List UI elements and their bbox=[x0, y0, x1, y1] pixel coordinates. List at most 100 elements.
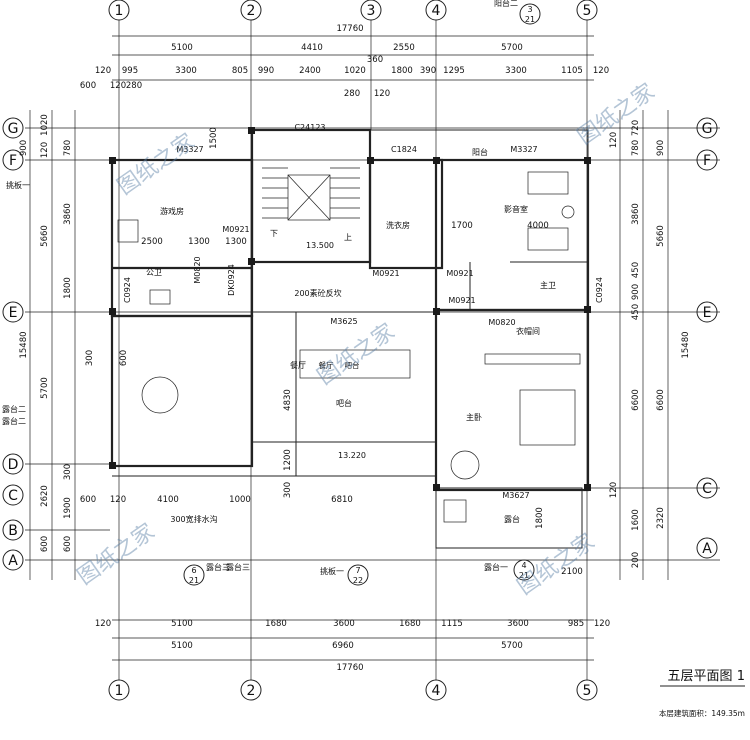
dim-top-r2-4: 990 bbox=[258, 66, 274, 76]
dim-right-7: 900 bbox=[631, 284, 641, 300]
dim-right-10: 6600 bbox=[656, 389, 666, 411]
dim-left-10: 1900 bbox=[63, 497, 73, 519]
ref6-label: 露台三 bbox=[226, 562, 250, 572]
axis-left-D: D bbox=[8, 457, 19, 473]
axis-bottom-5: 5 bbox=[583, 683, 592, 699]
axis-bottom-1: 1 bbox=[115, 683, 124, 699]
dim-top-r2-3: 805 bbox=[232, 66, 248, 76]
dim-right-11: 120 bbox=[609, 482, 619, 498]
code-m0921a: M0921 bbox=[222, 225, 249, 234]
dim-bot-r1-4: 1680 bbox=[399, 619, 421, 629]
dim-inner-17: 2100 bbox=[561, 567, 583, 577]
dim-right-1: 900 bbox=[656, 140, 666, 156]
dim-left-1: 900 bbox=[19, 140, 29, 156]
dim-top-4: 5700 bbox=[501, 43, 523, 53]
elevation-marks: 13.500 13.220 200素砼反坎 300宽排水沟 下 上 餐厅 bbox=[170, 229, 366, 524]
dim-right-6: 450 bbox=[631, 262, 641, 278]
dim-inner-6: 4100 bbox=[157, 495, 179, 505]
detail-references: 阳台二 3 21 挑板一 露台二 6 21 露台三 7 22 挑板一 4 21 … bbox=[2, 0, 541, 586]
watermark-3: 图纸之家 bbox=[313, 319, 399, 390]
dim-top-2: 4410 bbox=[301, 43, 323, 53]
code-c1824: C1824 bbox=[391, 145, 417, 154]
dim-top-total: 17760 bbox=[336, 24, 363, 34]
dim-right-4: 3860 bbox=[631, 203, 641, 225]
elev-stair: 13.500 bbox=[306, 241, 334, 250]
code-m0921c: M0921 bbox=[446, 269, 473, 278]
dim-right-12: 1600 bbox=[631, 509, 641, 531]
dim-right-15: 15480 bbox=[681, 331, 691, 358]
room-master-bed: 主卧 bbox=[466, 412, 482, 422]
dim-top-r2-10: 3300 bbox=[505, 66, 527, 76]
ref7-den: 22 bbox=[353, 576, 363, 585]
code-m3627: M3627 bbox=[502, 491, 529, 500]
axis-bubbles-left: G F E D C B A bbox=[2, 117, 24, 571]
dim-inner-3: 1300 bbox=[225, 237, 247, 247]
dim-top-r2-9: 1295 bbox=[443, 66, 465, 76]
code-m3625: M3625 bbox=[330, 317, 357, 326]
code-m0820a: M0820 bbox=[193, 256, 202, 283]
dim-top-r3-2: 280 bbox=[126, 81, 142, 91]
note-stair-up: 上 bbox=[344, 233, 352, 242]
note-stair-down: 下 bbox=[270, 229, 278, 238]
room-dining: 餐厅 bbox=[290, 361, 306, 370]
axis-left-A: A bbox=[8, 553, 18, 569]
room-public-wc: 公卫 bbox=[146, 268, 162, 277]
dim-top-r2-11: 1105 bbox=[561, 66, 583, 76]
dim-inner-15: 300 bbox=[63, 464, 73, 480]
room-labels: 游戏房 洗衣房 影音室 公卫 主卫 衣帽间 主卧 露台 露台二 露台三 阳台 餐… bbox=[2, 147, 556, 572]
note-parapet: 200素砼反坎 bbox=[294, 288, 341, 298]
dim-top-r2-8: 390 bbox=[420, 66, 436, 76]
axis-left-C: C bbox=[8, 488, 18, 504]
furniture bbox=[117, 171, 581, 523]
axis-bubbles-right: G F E C A bbox=[696, 117, 718, 559]
axis-left-E: E bbox=[9, 305, 18, 321]
dim-top-r2-6: 1020 bbox=[344, 66, 366, 76]
dim-inner-0: 1500 bbox=[209, 127, 219, 149]
dim-inner-2: 1300 bbox=[188, 237, 210, 247]
dim-bot-r2-2: 5700 bbox=[501, 641, 523, 651]
dim-bot-r1-7: 985 bbox=[568, 619, 584, 629]
axis-right-F: F bbox=[703, 153, 711, 169]
code-c24123: C24123 bbox=[294, 123, 325, 132]
code-m0921d: M0921 bbox=[448, 296, 475, 305]
dim-bot-r2-1: 6960 bbox=[332, 641, 354, 651]
right-dimensions: 720 900 120 780 3860 5660 450 900 450 66… bbox=[609, 120, 691, 568]
dim-right-14: 200 bbox=[631, 552, 641, 568]
dimension-lines bbox=[29, 35, 669, 661]
dim-inner-9: 600 bbox=[80, 495, 96, 505]
dim-inner-8: 6810 bbox=[331, 495, 353, 505]
ref-left2-label: 露台二 bbox=[2, 404, 26, 414]
dim-right-0: 720 bbox=[631, 120, 641, 136]
area-note: 本层建筑面积：149.35m bbox=[659, 708, 745, 718]
axis-right-G: G bbox=[702, 121, 713, 137]
ref-top-num: 3 bbox=[527, 5, 532, 14]
elev-terrace: 13.220 bbox=[338, 451, 366, 460]
dim-right-5: 5660 bbox=[656, 225, 666, 247]
dim-top-r3-1: 120 bbox=[110, 81, 126, 91]
note-dining-lbl: 餐厅 bbox=[319, 361, 334, 370]
left-dimensions: 1020 900 120 780 3860 5660 1800 5700 300… bbox=[19, 114, 95, 552]
axis-bubbles-top: 1 2 3 4 5 bbox=[108, 0, 598, 21]
dim-left-0: 1020 bbox=[40, 114, 50, 136]
code-c0924b: C0924 bbox=[595, 277, 604, 303]
dim-inner-11: 300 bbox=[283, 482, 293, 498]
dim-bot-r1-5: 1115 bbox=[441, 619, 463, 629]
ref4-num: 4 bbox=[521, 561, 526, 570]
axis-top-3: 3 bbox=[367, 3, 376, 19]
top-dimensions: 17760 5100 4410 2550 5700 120 995 3300 8… bbox=[80, 24, 609, 99]
dim-right-3: 780 bbox=[631, 140, 641, 156]
axis-left-B: B bbox=[8, 523, 18, 539]
dim-inner-4: 1700 bbox=[451, 221, 473, 231]
opening-codes: C24123 C1824 M3327 M3327 M3625 M3627 M09… bbox=[123, 123, 604, 500]
axis-left-G: G bbox=[8, 121, 19, 137]
dim-inner-7: 1000 bbox=[229, 495, 251, 505]
title-block: 五层平面图 1 本层建筑面积：149.35m bbox=[659, 669, 745, 718]
drawing-scale: 1 bbox=[737, 669, 745, 684]
dim-inner-13: 4830 bbox=[283, 389, 293, 411]
axis-right-E: E bbox=[703, 305, 712, 321]
axis-top-4: 4 bbox=[432, 3, 441, 19]
dim-right-9: 6600 bbox=[631, 389, 641, 411]
dim-bot-r1-3: 3600 bbox=[333, 619, 355, 629]
dim-left-2: 120 bbox=[40, 142, 50, 158]
